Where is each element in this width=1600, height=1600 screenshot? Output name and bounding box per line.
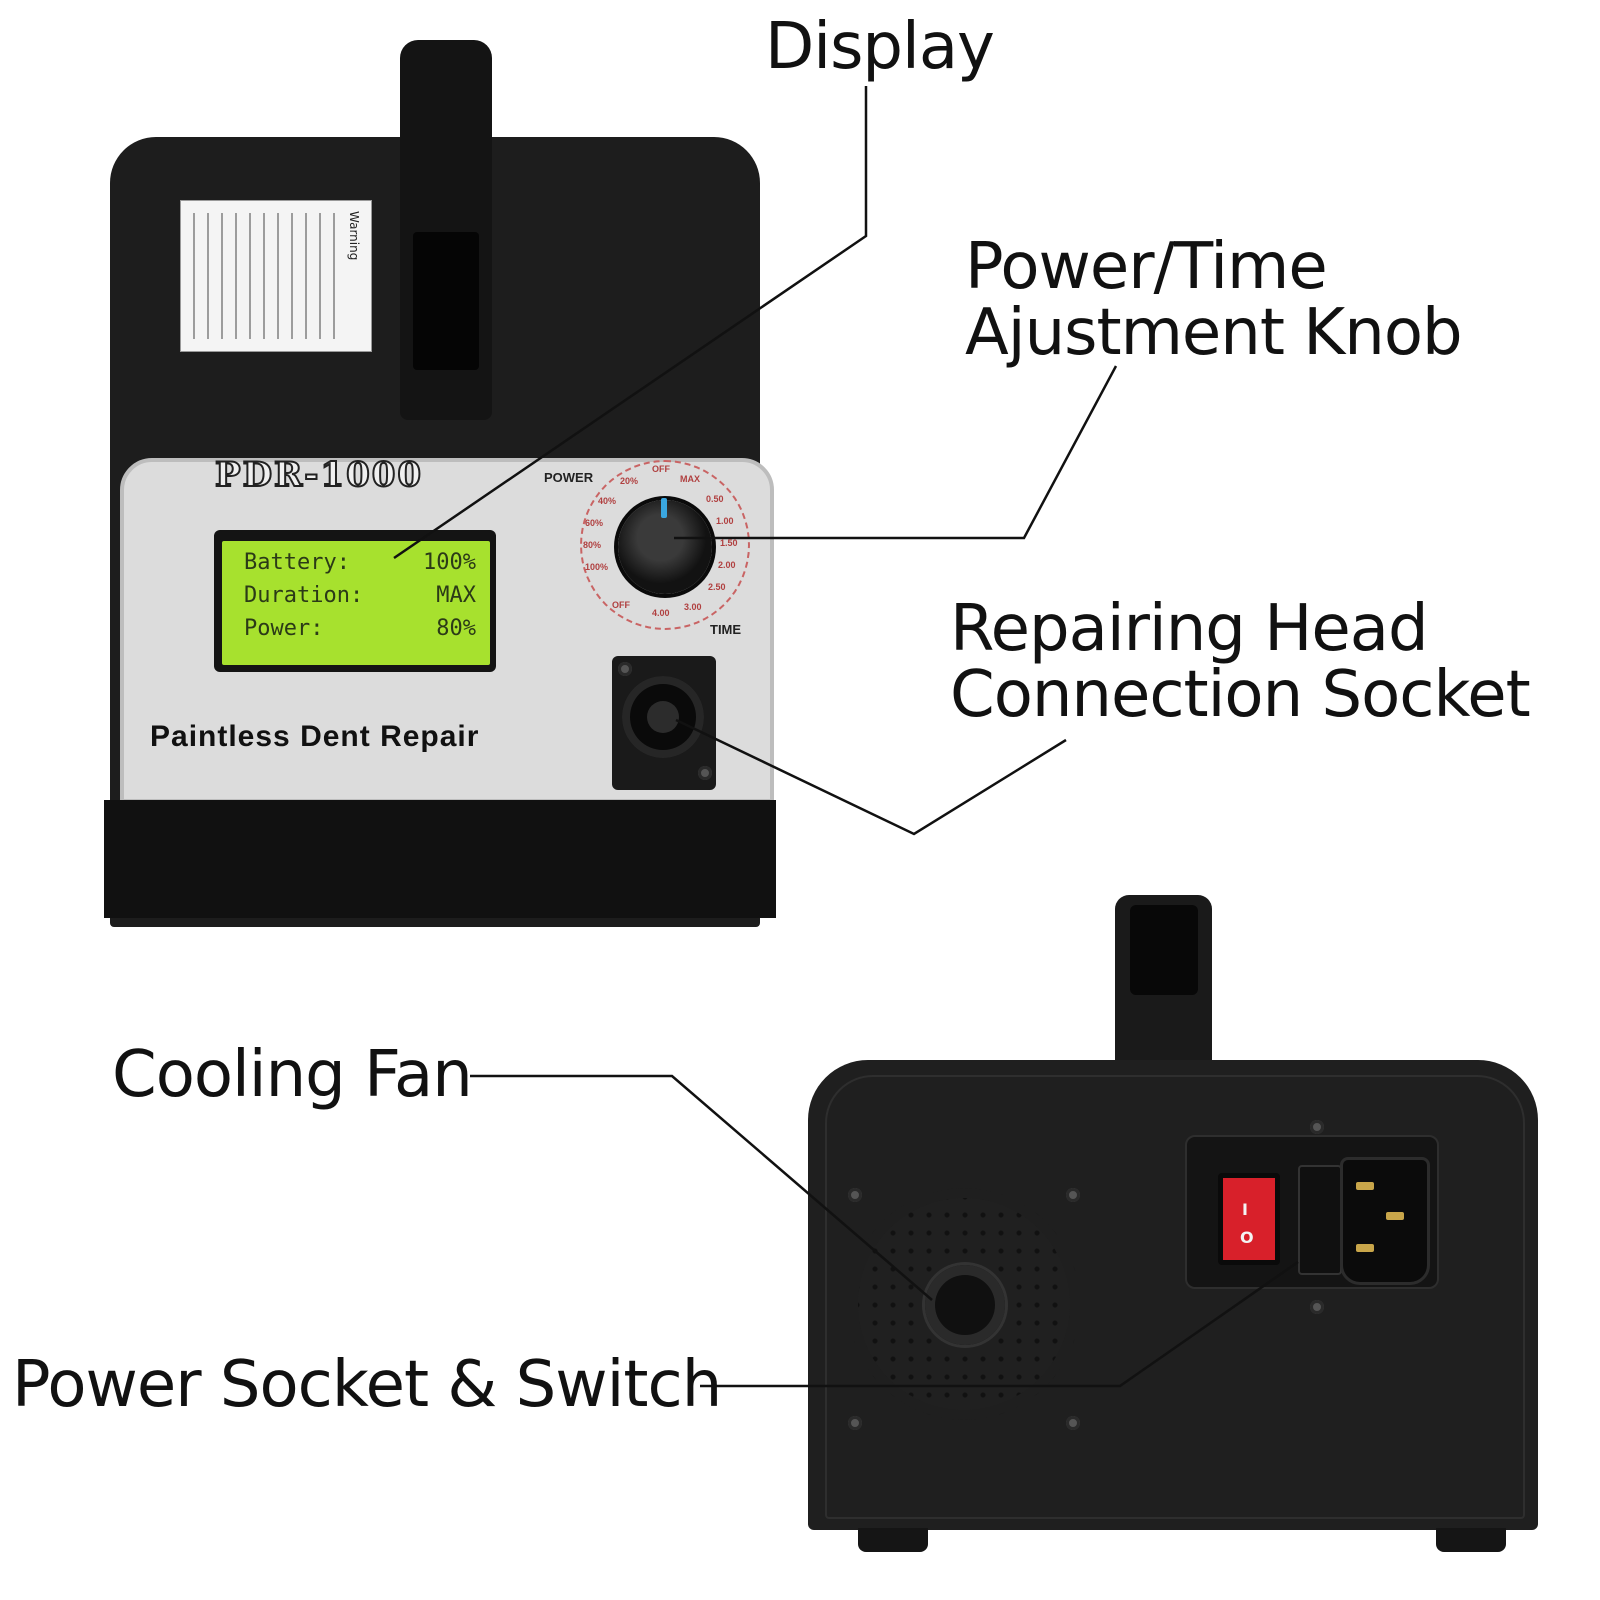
screw-icon [1310,1300,1324,1314]
power-socket-pin [1356,1244,1374,1252]
lcd-row-label: Battery: [244,550,350,575]
carry-handle-slot [1130,905,1198,995]
screw-icon [848,1188,862,1202]
lcd-row-power: Power: 80% [244,616,476,641]
dial-mark: 4.00 [652,608,670,618]
panel-caption: Paintless Dent Repair [150,720,480,753]
callout-knob-line1: Power/Time [965,230,1328,304]
dial-mark: 20% [620,476,639,486]
power-inlet-socket[interactable] [1340,1157,1430,1285]
power-rocker-switch[interactable] [1218,1173,1280,1265]
lcd-row-value: 100% [423,550,476,575]
front-unit-base [104,800,776,918]
dial-mark: 80% [583,540,602,550]
lcd-display [222,541,490,665]
knob-pointer-indicator [661,498,667,518]
callout-knob-line2: Ajustment Knob [965,296,1463,370]
socket-core [647,701,679,733]
screw-icon [848,1416,862,1430]
dial-mark: OFF [612,600,630,610]
callout-socket-line2: Connection Socket [950,658,1531,732]
dial-mark: 1.50 [720,538,738,548]
dial-mark: 100% [585,562,609,572]
dial-mark: 2.00 [718,560,736,570]
lcd-row-label: Duration: [244,583,364,608]
screw-icon [618,662,632,676]
power-dial-label: POWER [544,470,594,485]
screw-icon [1066,1416,1080,1430]
dial-mark: 40% [598,496,617,506]
lcd-row-label: Power: [244,616,324,641]
screw-icon [698,766,712,780]
lcd-row-battery: Battery: 100% [244,550,476,575]
dial-mark: 0.50 [706,494,724,504]
dial-mark: 3.00 [684,602,702,612]
dial-mark: MAX [680,474,700,484]
callout-display: Display [765,10,995,84]
warning-text-lines [193,213,343,339]
screw-icon [1310,1120,1324,1134]
cooling-fan-hub [925,1265,1005,1345]
lcd-row-value: MAX [436,583,476,608]
switch-off-mark: O [1240,1228,1254,1247]
carry-handle-slot [413,232,479,370]
dial-mark: 2.50 [708,582,726,592]
dial-mark: 60% [585,518,604,528]
warning-label: Warning [180,200,372,352]
dial-mark: OFF [652,464,670,474]
switch-on-mark: I [1242,1200,1248,1219]
warning-title: Warning [347,211,361,261]
time-dial-label: TIME [710,622,742,637]
rubber-foot [858,1528,928,1552]
power-socket-pin [1356,1182,1374,1190]
callout-cooling-fan: Cooling Fan [112,1038,473,1112]
callout-power-socket: Power Socket & Switch [12,1348,722,1422]
lcd-row-value: 80% [436,616,476,641]
fuse-holder[interactable] [1298,1165,1342,1275]
model-label: PDR-1000 [214,454,424,496]
screw-icon [1066,1188,1080,1202]
power-socket-pin [1386,1212,1404,1220]
dial-mark: 1.00 [716,516,734,526]
callout-socket-line1: Repairing Head [950,592,1429,666]
rubber-foot [1436,1528,1506,1552]
lcd-row-duration: Duration: MAX [244,583,476,608]
